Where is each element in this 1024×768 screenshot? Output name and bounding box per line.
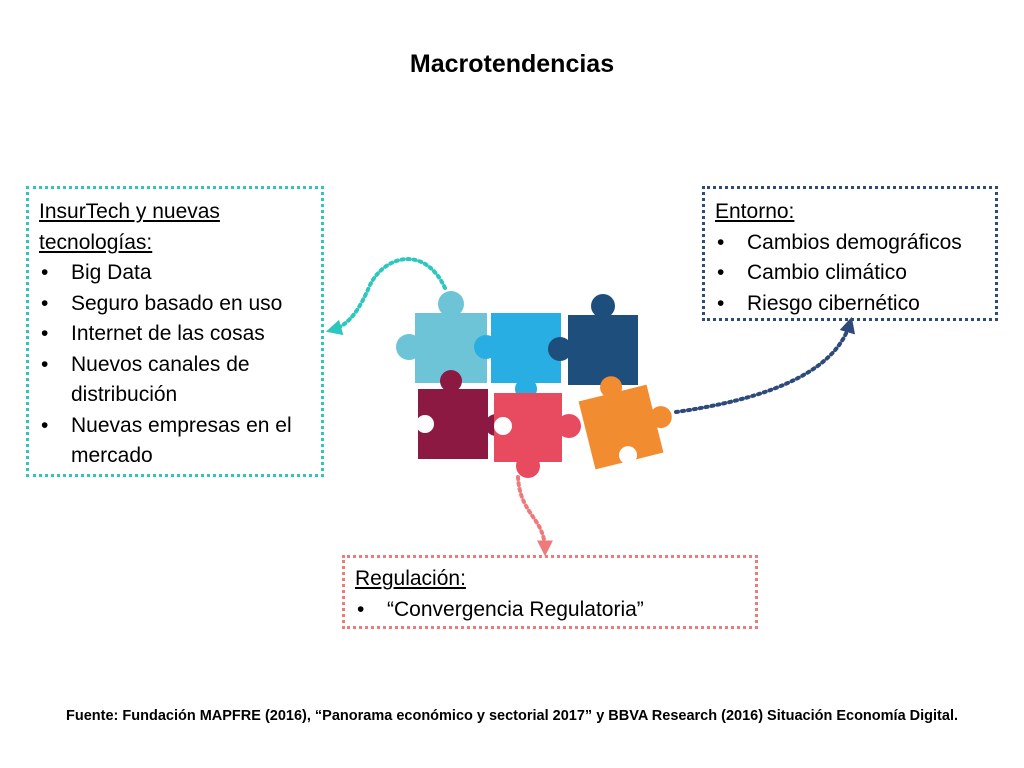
list-item: “Convergencia Regulatoria” bbox=[355, 595, 745, 626]
list-item: Nuevos canales de distribución bbox=[39, 350, 311, 411]
list-item: Nuevas empresas en el mercado bbox=[39, 411, 311, 472]
entorno-heading: Entorno: bbox=[715, 200, 795, 223]
insurtech-list: Big Data Seguro basado en uso Internet d… bbox=[39, 258, 311, 472]
list-item: Cambio climático bbox=[715, 258, 985, 289]
list-item: Riesgo cibernético bbox=[715, 289, 985, 320]
puzzle-piece-coral bbox=[494, 393, 581, 478]
list-item: Seguro basado en uso bbox=[39, 289, 311, 320]
puzzle-piece-maroon bbox=[416, 370, 507, 459]
regulacion-heading: Regulación: bbox=[355, 567, 466, 590]
puzzle-piece-navy bbox=[548, 294, 638, 385]
list-item: Big Data bbox=[39, 258, 311, 289]
insurtech-heading: InsurTech y nuevas tecnologías: bbox=[39, 200, 220, 254]
entorno-list: Cambios demográficos Cambio climático Ri… bbox=[715, 228, 985, 320]
page-title: Macrotendencias bbox=[409, 50, 615, 78]
puzzle-piece-sky-blue bbox=[474, 313, 561, 400]
regulacion-box: Regulación: “Convergencia Regulatoria” bbox=[342, 555, 758, 629]
insurtech-box: InsurTech y nuevas tecnologías: Big Data… bbox=[26, 186, 324, 477]
puzzle-piece-light-blue bbox=[396, 291, 487, 383]
regulacion-list: “Convergencia Regulatoria” bbox=[355, 595, 745, 626]
list-item: Cambios demográficos bbox=[715, 228, 985, 259]
arrow-to-regulacion bbox=[516, 475, 553, 557]
arrow-to-entorno bbox=[674, 316, 856, 414]
list-item: Internet de las cosas bbox=[39, 319, 311, 350]
arrow-to-insurtech bbox=[325, 257, 447, 336]
entorno-box: Entorno: Cambios demográficos Cambio cli… bbox=[702, 186, 998, 321]
source-note: Fuente: Fundación MAPFRE (2016), “Panora… bbox=[66, 708, 958, 724]
puzzle-piece-orange bbox=[578, 376, 672, 470]
